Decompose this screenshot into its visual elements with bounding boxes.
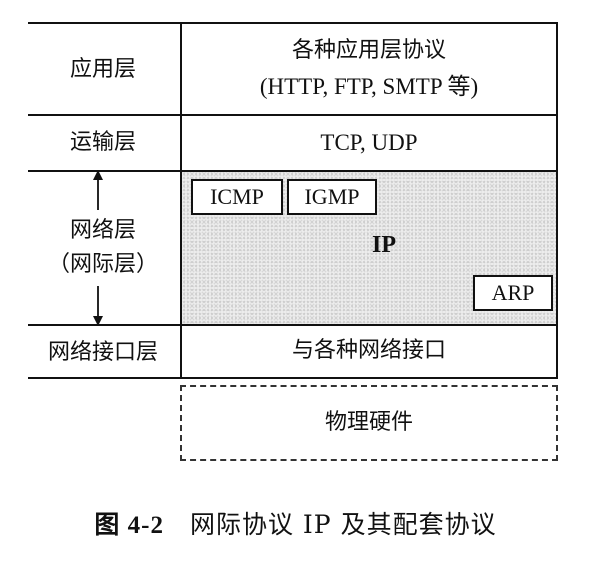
figure-caption: 图 4-2 网际协议 IP 及其配套协议 [0, 505, 591, 541]
figure-number: 图 4-2 [94, 512, 164, 539]
rule-top [28, 22, 180, 24]
rule-bottom [28, 377, 180, 379]
arp-box: ARP [473, 275, 553, 311]
application-layer-label: 应用层 [69, 57, 136, 82]
link-layer-label: 网络接口层 [47, 340, 158, 365]
physical-hardware-box: 物理硬件 [180, 385, 558, 461]
application-protocols: 各种应用层协议 [291, 38, 446, 63]
protocol-stack: 各种应用层协议 (HTTP, FTP, SMTP 等) TCP, UDP ICM… [180, 22, 558, 379]
rule-trans-net [28, 170, 180, 172]
application-layer-band: 各种应用层协议 (HTTP, FTP, SMTP 等) [182, 24, 556, 116]
rule-app-trans [28, 114, 180, 116]
network-layer-band: ICMP IGMP IP ARP [182, 172, 556, 326]
link-layer-band: 与各种网络接口 [291, 338, 446, 363]
transport-layer-band: TCP, UDP [182, 116, 556, 172]
igmp-box: IGMP [287, 179, 377, 215]
application-protocol-examples: (HTTP, FTP, SMTP 等) [259, 74, 479, 99]
internet-layer-label: （网际层） [47, 252, 158, 277]
rule-net-link [28, 324, 180, 326]
icmp-box: ICMP [191, 179, 283, 215]
network-layer-label: 网络层 [69, 218, 136, 243]
ip-label: IP [372, 232, 396, 258]
transport-layer-label: 运输层 [69, 130, 136, 155]
network-layer-span-arrow [93, 170, 103, 326]
figure-title: 网际协议 IP 及其配套协议 [189, 510, 497, 539]
